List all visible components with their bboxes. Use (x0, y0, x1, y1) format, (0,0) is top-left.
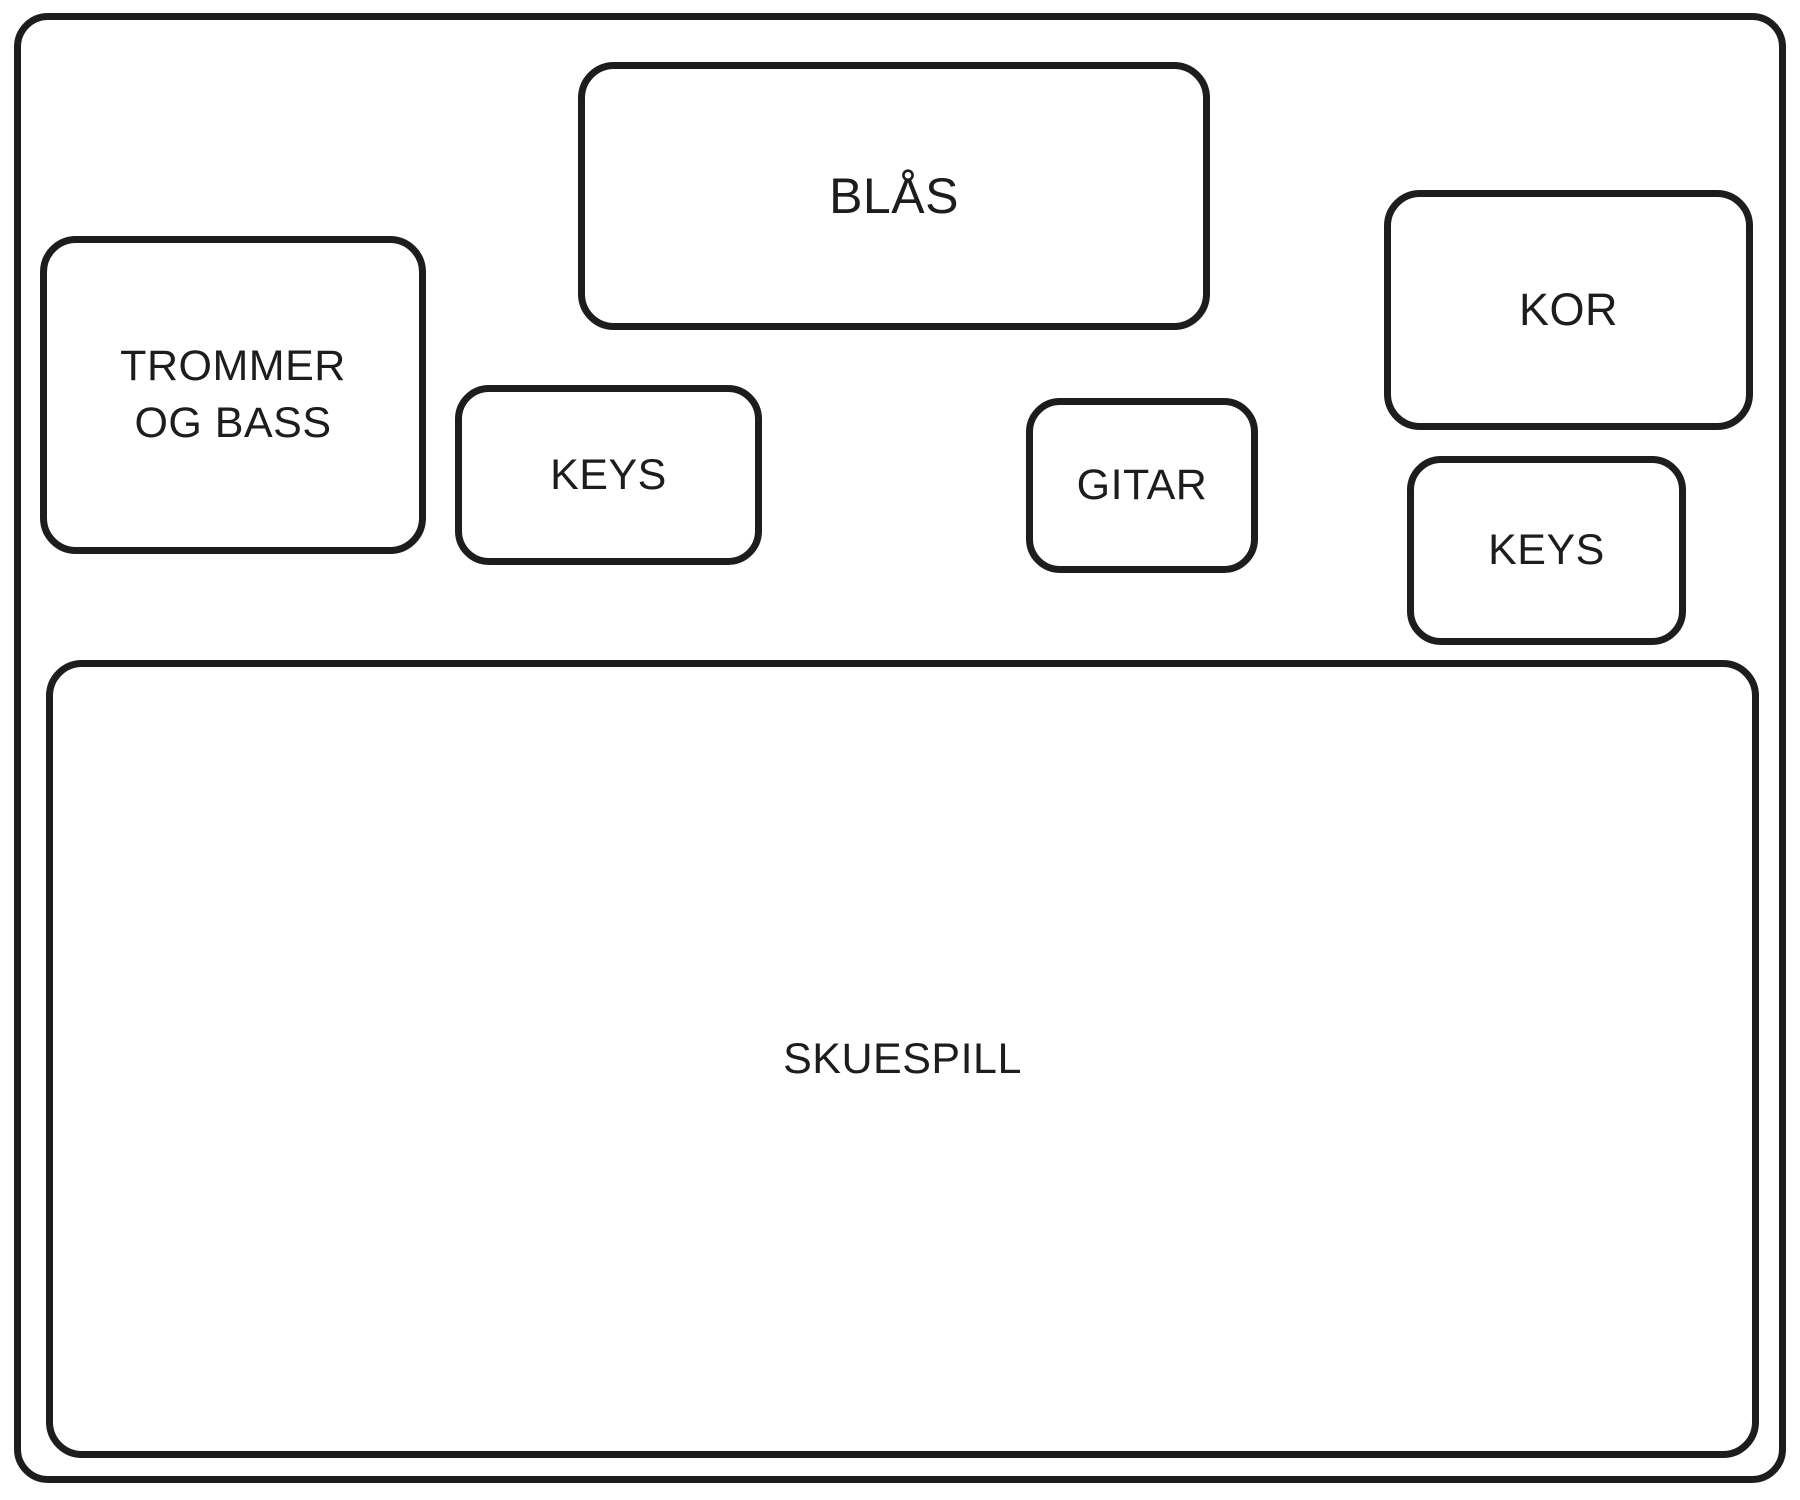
zone-label-kor: KOR (1518, 284, 1618, 336)
zone-label-gitar: GITAR (1076, 461, 1208, 510)
zone-gitar[interactable]: GITAR (1026, 398, 1258, 573)
zone-skuespill[interactable]: SKUESPILL (46, 660, 1759, 1458)
stage-outline (14, 13, 1786, 1483)
zone-blas[interactable]: BLÅS (578, 62, 1210, 330)
zone-label-trommer-og-bass: TROMMER OG BASS (120, 342, 346, 447)
zone-kor[interactable]: KOR (1384, 190, 1753, 430)
zone-label-blas: BLÅS (829, 168, 959, 224)
zone-label-keys-left: KEYS (550, 450, 667, 499)
zone-trommer-og-bass[interactable]: TROMMER OG BASS (40, 236, 426, 554)
zone-keys-right[interactable]: KEYS (1407, 456, 1686, 645)
zone-keys-left[interactable]: KEYS (455, 385, 762, 565)
zone-label-keys-right: KEYS (1488, 526, 1605, 575)
zone-label-skuespill: SKUESPILL (783, 1034, 1022, 1083)
